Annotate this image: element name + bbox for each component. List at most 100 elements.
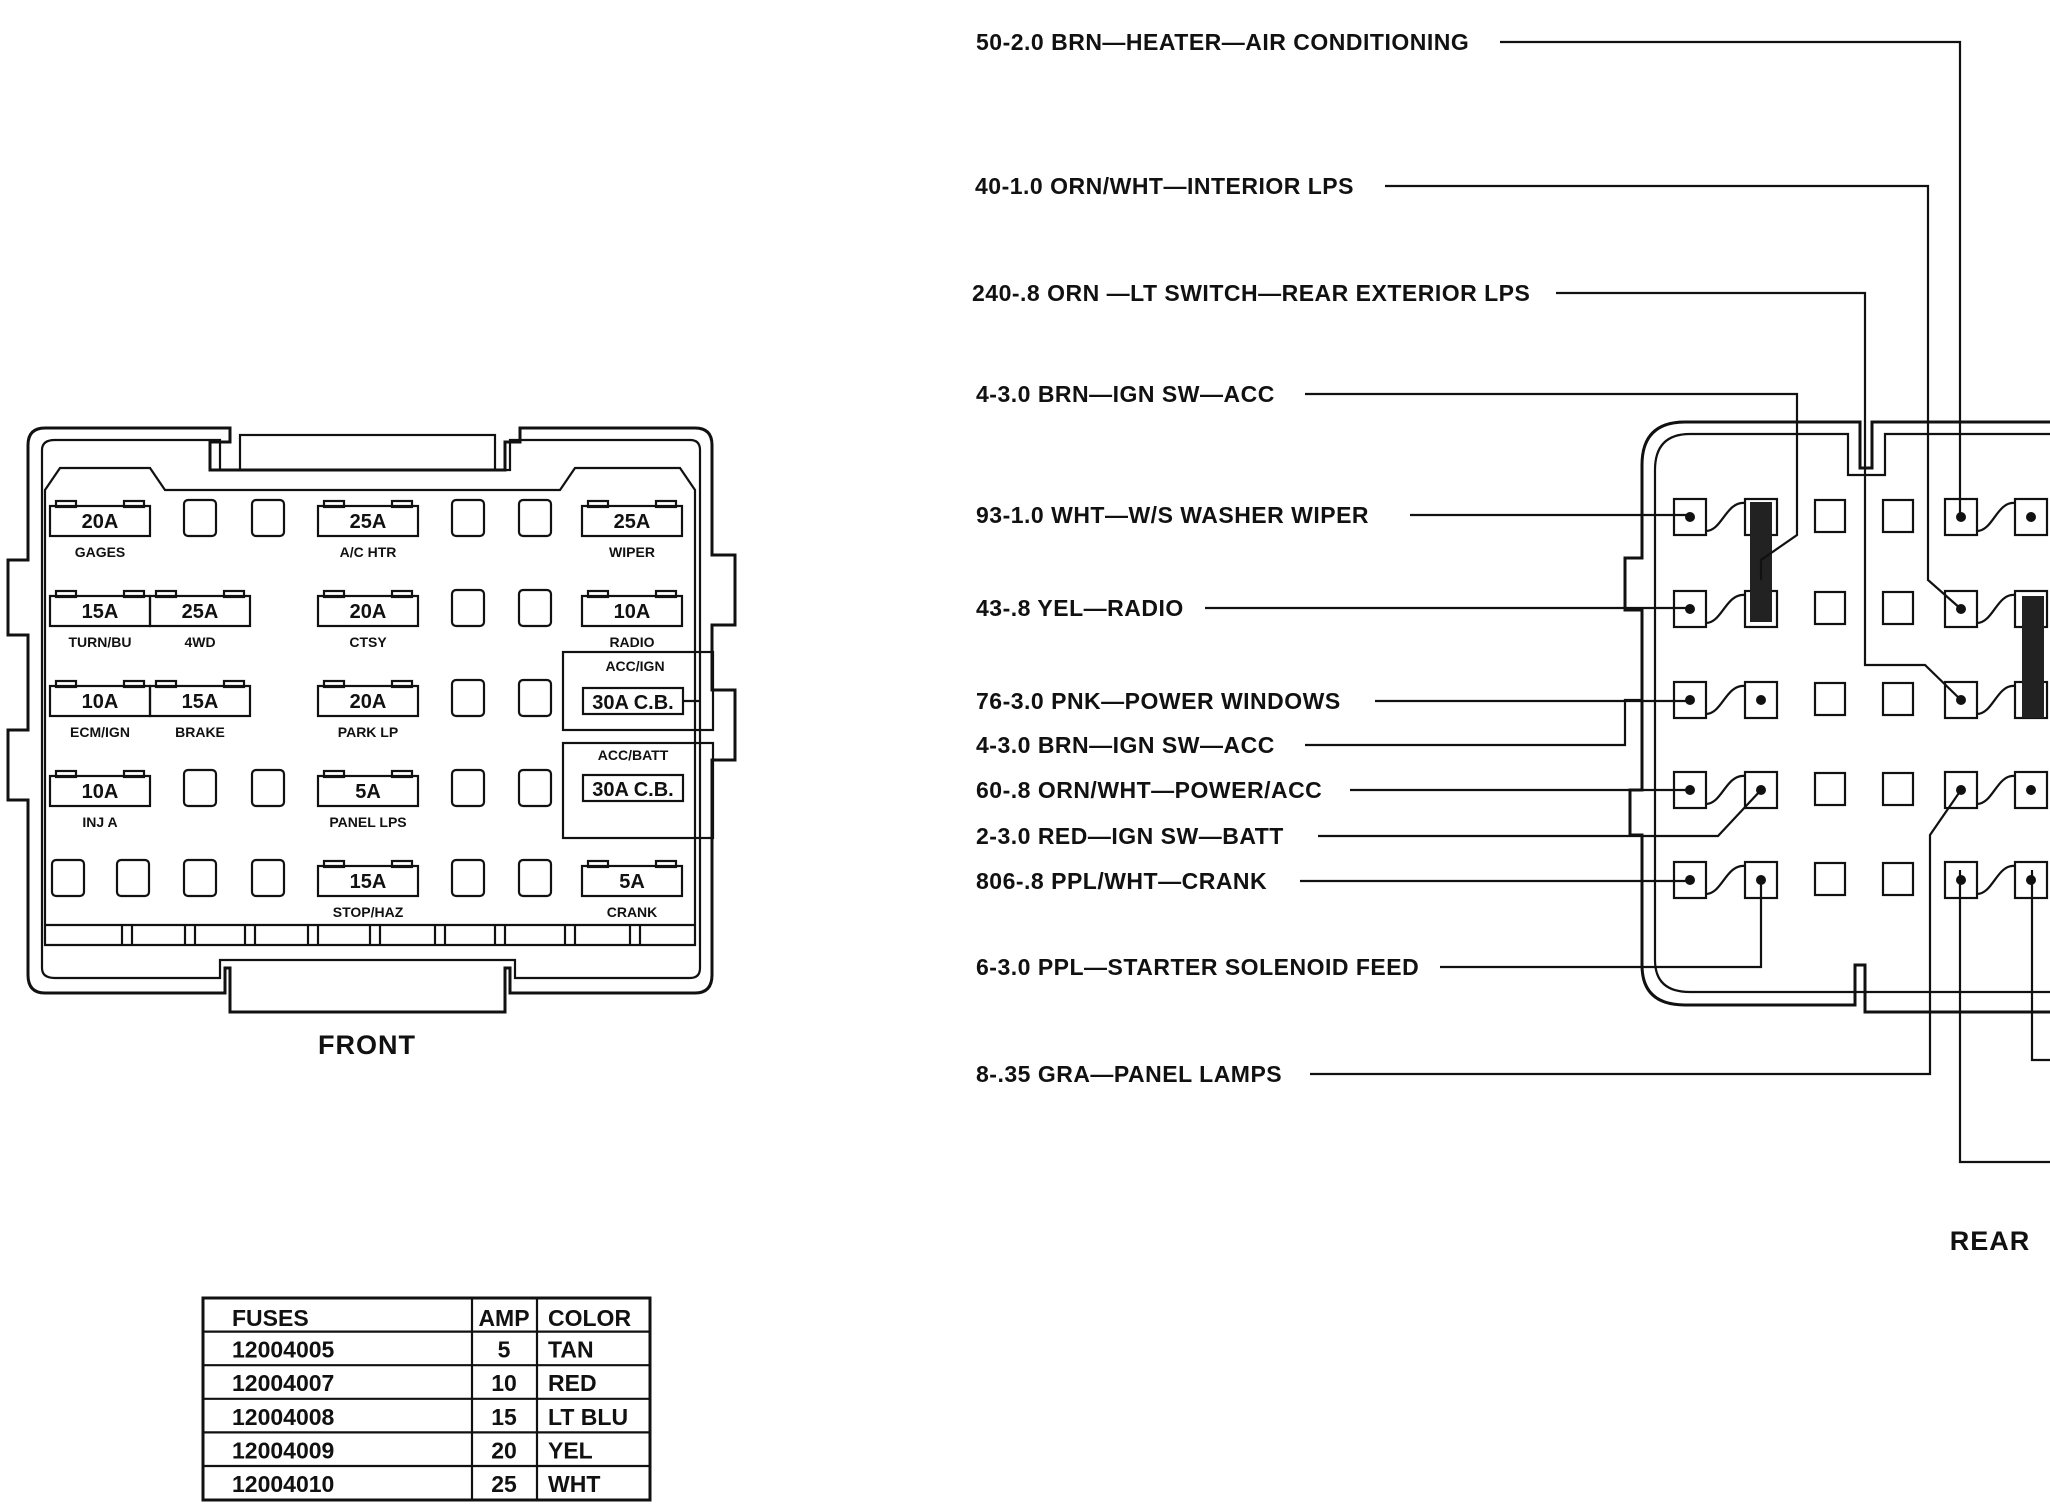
fuse-tab	[322, 589, 346, 599]
empty-fuse-slot	[517, 858, 553, 898]
fuse-tab	[390, 499, 414, 509]
fuse-link	[1705, 593, 1746, 625]
fuse-tab	[654, 589, 678, 599]
circuit-label: 8-.35 GRA—PANEL LAMPS	[976, 1061, 1282, 1087]
circuit-label: 240-.8 ORN —LT SWITCH—REAR EXTERIOR LPS	[972, 280, 1530, 306]
circuit-breaker-acc-batt: ACC/BATT 30A C.B.	[561, 741, 715, 840]
circuit-label: 2-3.0 RED—IGN SW—BATT	[976, 823, 1284, 849]
empty-slot	[1813, 681, 1847, 717]
circuit-breaker-acc-ign: ACC/IGN 30A C.B.	[561, 650, 715, 732]
table-header-fuses: FUSES	[232, 1305, 309, 1331]
empty-slot	[1881, 681, 1915, 717]
breaker-body	[581, 773, 685, 803]
empty-slot	[1881, 861, 1915, 897]
fuse-tab	[586, 589, 610, 599]
fuse-tab	[322, 499, 346, 509]
fuse-ctsy: 20A CTSY	[316, 589, 420, 650]
table-header-amp: AMP	[478, 1305, 529, 1331]
fuse-link	[1976, 774, 2016, 806]
fuse-tab	[390, 679, 414, 689]
fuse-body	[316, 684, 420, 718]
fuse-amp: 15A	[182, 691, 219, 713]
empty-fuse-slot	[450, 858, 486, 898]
circuit-leader-line	[1440, 880, 1763, 969]
front-terminal-ticks	[120, 925, 642, 945]
circuit-label: 43-.8 YEL—RADIO	[976, 595, 1184, 621]
terminal-pin	[2026, 512, 2036, 522]
circuit-label: 806-.8 PPL/WHT—CRANK	[976, 868, 1267, 894]
rear-fuse-box: 50-2.0 BRN—HEATER—AIR CONDITIONING40-1.0…	[972, 29, 2050, 1256]
fuse-tab	[390, 769, 414, 779]
fuse-tab	[54, 589, 78, 599]
empty-slot	[1813, 498, 1847, 534]
fuse-link	[1976, 593, 2016, 625]
fuse-tab	[322, 769, 346, 779]
breaker-label: ACC/BATT	[598, 747, 669, 763]
rear-bottom-wire	[1958, 870, 2050, 1164]
rear-bottom-wire	[2030, 870, 2050, 1062]
fuse-body	[48, 774, 152, 808]
circuit-label: 76-3.0 PNK—POWER WINDOWS	[976, 688, 1341, 714]
bus-bar	[2022, 596, 2044, 718]
fuse-name: RADIO	[609, 634, 654, 650]
fuse-amp: 20A	[350, 691, 387, 713]
circuit-label: 60-.8 ORN/WHT—POWER/ACC	[976, 777, 1322, 803]
terminal	[2013, 497, 2049, 537]
terminal-pin	[1756, 695, 1766, 705]
part-number: 12004005	[232, 1337, 335, 1363]
fuse-link	[1976, 864, 2016, 896]
fuse-tab	[54, 499, 78, 509]
table-header-color: COLOR	[548, 1305, 631, 1331]
fuse-amp: 5A	[619, 871, 645, 893]
circuit-label: 40-1.0 ORN/WHT—INTERIOR LPS	[975, 173, 1354, 199]
breaker-label: ACC/IGN	[605, 658, 664, 674]
table-row: 12004010 25 WHT	[232, 1471, 600, 1497]
fuse-name: WIPER	[609, 544, 655, 560]
color-value: WHT	[548, 1471, 600, 1497]
terminal	[2013, 770, 2049, 810]
fuse-name: A/C HTR	[340, 544, 397, 560]
circuit-leader-line	[1500, 40, 1962, 517]
terminal	[1743, 770, 1779, 810]
fuse-tab	[322, 679, 346, 689]
empty-fuse-slot	[182, 498, 218, 538]
fuse-name: STOP/HAZ	[333, 904, 404, 920]
fuse-tab	[222, 589, 246, 599]
fuse-tab	[122, 679, 146, 689]
part-number: 12004010	[232, 1471, 334, 1497]
circuit-label: 4-3.0 BRN—IGN SW—ACC	[976, 381, 1275, 407]
part-number: 12004009	[232, 1437, 334, 1463]
empty-fuse-slot	[450, 678, 486, 718]
fuse-tab	[390, 589, 414, 599]
fuse-name: PARK LP	[338, 724, 398, 740]
empty-fuse-slot	[517, 768, 553, 808]
empty-fuse-slot	[517, 678, 553, 718]
fuse-link	[1705, 684, 1746, 716]
amp-value: 15	[491, 1404, 517, 1430]
empty-fuse-slot	[517, 588, 553, 628]
terminal	[1743, 680, 1779, 720]
fuse-name: CTSY	[349, 634, 387, 650]
fuse-tab	[54, 769, 78, 779]
circuit-label: 4-3.0 BRN—IGN SW—ACC	[976, 732, 1275, 758]
fuse-name: INJ A	[82, 814, 117, 830]
fuse-amp: 10A	[82, 781, 119, 803]
amp-value: 25	[491, 1471, 517, 1497]
fuse-name: TURN/BU	[69, 634, 132, 650]
fuse-amp: 20A	[350, 601, 387, 623]
breaker-rating: 30A C.B.	[592, 779, 674, 801]
breaker-frame	[561, 650, 715, 732]
empty-fuse-slot	[250, 498, 286, 538]
fuse-link	[1976, 501, 2016, 533]
fuse-tab	[154, 679, 178, 689]
fuse-tab	[322, 859, 346, 869]
front-housing-outline	[6, 426, 737, 1014]
